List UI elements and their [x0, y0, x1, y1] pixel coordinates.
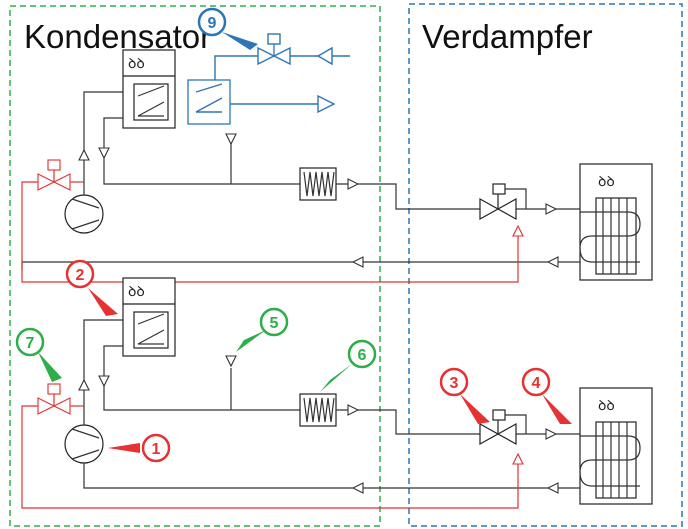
upper-compressor — [64, 194, 104, 234]
marker-2: 2 — [65, 259, 118, 316]
upper-expansion-valve — [479, 197, 500, 221]
water-condenser-unit — [187, 79, 231, 125]
lower-circuit: ꝺꝺ ꝺꝺ — [21, 277, 653, 509]
upper-condenser-fan-icon: ꝺꝺ — [128, 56, 145, 72]
lower-condenser-fan-icon: ꝺꝺ — [128, 284, 145, 300]
lower-compressor — [64, 424, 104, 464]
evaporator-title: Verdampfer — [422, 18, 593, 55]
lower-evaporator-fan-icon: ꝺꝺ — [598, 398, 615, 414]
condenser-section-frame — [9, 5, 381, 527]
marker-4: 4 — [521, 367, 572, 424]
marker-6: 6 — [320, 339, 377, 392]
marker-7-label: 7 — [26, 335, 35, 352]
marker-5: 5 — [236, 307, 289, 352]
marker-5-label: 5 — [270, 315, 279, 332]
marker-7: 7 — [15, 327, 62, 382]
lower-expansion-valve — [479, 422, 500, 446]
evaporator-section-frame — [408, 3, 683, 527]
marker-1: 1 — [108, 433, 171, 463]
marker-3-label: 3 — [450, 375, 459, 392]
upper-circuit: ꝺꝺ ꝺꝺ — [21, 49, 653, 283]
upper-bypass-valve — [37, 173, 56, 191]
water-circuit — [187, 33, 350, 125]
marker-9-label: 9 — [208, 15, 217, 32]
marker-9: 9 — [197, 7, 258, 50]
marker-2-label: 2 — [76, 267, 85, 284]
upper-evaporator-fan-icon: ꝺꝺ — [598, 174, 615, 190]
marker-1-label: 1 — [152, 441, 161, 458]
lower-bypass-valve — [37, 397, 56, 415]
marker-4-label: 4 — [532, 375, 541, 392]
water-regulating-valve — [272, 46, 291, 66]
marker-6-label: 6 — [358, 347, 367, 364]
marker-3: 3 — [439, 367, 490, 424]
condenser-title: Kondensator — [24, 18, 211, 55]
